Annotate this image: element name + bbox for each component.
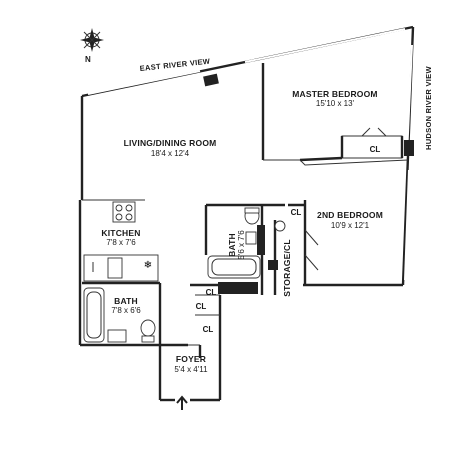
living-dining-name: LIVING/DINING ROOM (124, 138, 217, 148)
second-bedroom-name: 2ND BEDROOM (317, 210, 383, 220)
master-closet-label: CL (370, 145, 381, 154)
foyer-closet-label: CL (203, 325, 214, 334)
hall-closet-label: CL (196, 302, 207, 311)
svg-text:❄: ❄ (144, 260, 152, 271)
entry-arrow-icon (176, 395, 188, 410)
small-bath-fixtures (207, 207, 286, 279)
master-bedroom-name: MASTER BEDROOM (292, 89, 377, 99)
foyer-dims: 5'4 x 4'11 (174, 365, 208, 374)
master-bedroom-dims: 15'10 x 13' (316, 99, 355, 108)
main-bath-name: BATH (114, 296, 138, 306)
storage-label: STORAGE/CL (282, 239, 292, 297)
hudson-river-view-label: HUDSON RIVER VIEW (424, 66, 433, 150)
hall-closet-label: CL (206, 288, 217, 297)
second-bedroom-closet-label: CL (291, 208, 302, 217)
foyer-name: FOYER (176, 354, 206, 364)
interior-walls (82, 63, 409, 358)
main-bath-fixtures (83, 287, 156, 343)
column (203, 73, 219, 87)
outer-walls (78, 25, 415, 402)
small-bath-dims: 5'6 x 7'6 (237, 230, 246, 260)
kitchen-name: KITCHEN (101, 228, 140, 238)
kitchen-fixtures: ❄ (83, 201, 159, 282)
north-label: N (85, 55, 91, 64)
main-bath-dims: 7'8 x 6'6 (111, 306, 141, 315)
column (404, 140, 414, 156)
small-bath-name: BATH (227, 233, 237, 257)
living-dining-dims: 18'4 x 12'4 (151, 149, 190, 158)
compass-icon (80, 28, 104, 52)
kitchen-dims: 7'8 x 7'6 (106, 238, 136, 247)
second-bedroom-dims: 10'9 x 12'1 (331, 221, 370, 230)
